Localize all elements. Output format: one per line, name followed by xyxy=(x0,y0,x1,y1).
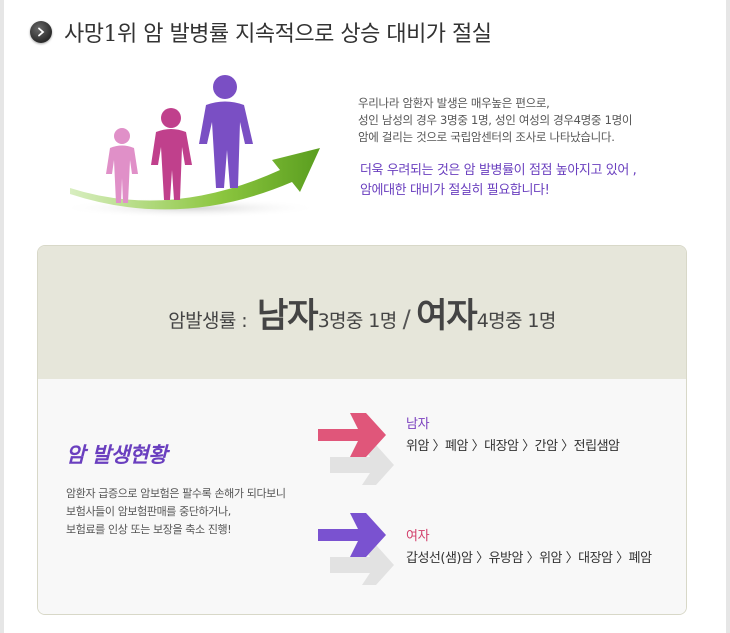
adult-figure xyxy=(199,75,253,188)
status-desc-line: 암환자 급증으로 암보험은 팔수록 손해가 되다보니 xyxy=(66,487,286,500)
rate-male-value: 3명중 1명 xyxy=(317,310,398,332)
male-label: 남자 xyxy=(406,417,430,432)
chevron-right-icon xyxy=(30,21,52,43)
intro-line: 성인 남성의 경우 3명중 1명, 성인 여성의 경우4명중 1명이 xyxy=(358,113,633,127)
status-description: 암환자 급증으로 암보험은 팔수록 손해가 되다보니 보험사들이 암보험판매를 … xyxy=(66,485,336,539)
status-desc-line: 보험료를 인상 또는 보장을 축소 진행! xyxy=(66,523,232,536)
rate-label: 암발생률 : xyxy=(168,310,247,332)
teen-figure xyxy=(151,108,192,200)
child-figure xyxy=(106,128,138,203)
intro-text: 우리나라 암환자 발생은 매우높은 편으로, 성인 남성의 경우 3명중 1명,… xyxy=(358,95,698,146)
cancer-info-box: 암발생률 : 남자 3명중 1명 / 여자 4명중 1명 암 발생현황 암환자 … xyxy=(37,245,687,615)
intro-line: 암에 걸리는 것으로 국립암센터의 조사로 나타났습니다. xyxy=(358,130,615,144)
status-panel: 암 발생현황 암환자 급증으로 암보험은 팔수록 손해가 되다보니 보험사들이 … xyxy=(38,379,686,614)
male-arrow-icon xyxy=(314,405,404,491)
highlight-line: 암에대한 대비가 절실히 필요합니다! xyxy=(360,183,550,198)
rate-separator: / xyxy=(402,305,411,333)
frame-border-left xyxy=(0,0,4,633)
growth-illustration xyxy=(50,70,330,220)
frame-border-right xyxy=(726,0,730,633)
status-title: 암 발생현황 xyxy=(66,443,167,467)
male-cancer-list: 위암 〉폐암 〉대장암 〉간암 〉전립샘암 xyxy=(406,439,620,454)
female-cancer-list: 갑성선(샘)암 〉유방암 〉위암 〉대장암 〉폐암 xyxy=(406,551,652,566)
section-header: 사망1위 암 발병률 지속적으로 상승 대비가 절실 xyxy=(30,14,492,50)
female-label: 여자 xyxy=(406,529,430,544)
rate-male: 남자 xyxy=(257,296,319,336)
highlight-line: 더욱 우려되는 것은 암 발병률이 점점 높아지고 있어 , xyxy=(360,163,637,178)
status-desc-line: 보험사들이 암보험판매를 중단하거나, xyxy=(66,505,231,518)
incidence-rate: 암발생률 : 남자 3명중 1명 / 여자 4명중 1명 xyxy=(168,288,556,337)
female-arrow-icon xyxy=(314,505,404,591)
rate-female: 여자 xyxy=(416,296,478,336)
highlight-text: 더욱 우려되는 것은 암 발병률이 점점 높아지고 있어 , 암에대한 대비가 … xyxy=(360,161,690,201)
page-title: 사망1위 암 발병률 지속적으로 상승 대비가 절실 xyxy=(64,22,492,47)
rate-female-value: 4명중 1명 xyxy=(476,310,557,332)
incidence-rate-panel: 암발생률 : 남자 3명중 1명 / 여자 4명중 1명 xyxy=(38,246,686,379)
intro-line: 우리나라 암환자 발생은 매우높은 편으로, xyxy=(358,96,550,110)
